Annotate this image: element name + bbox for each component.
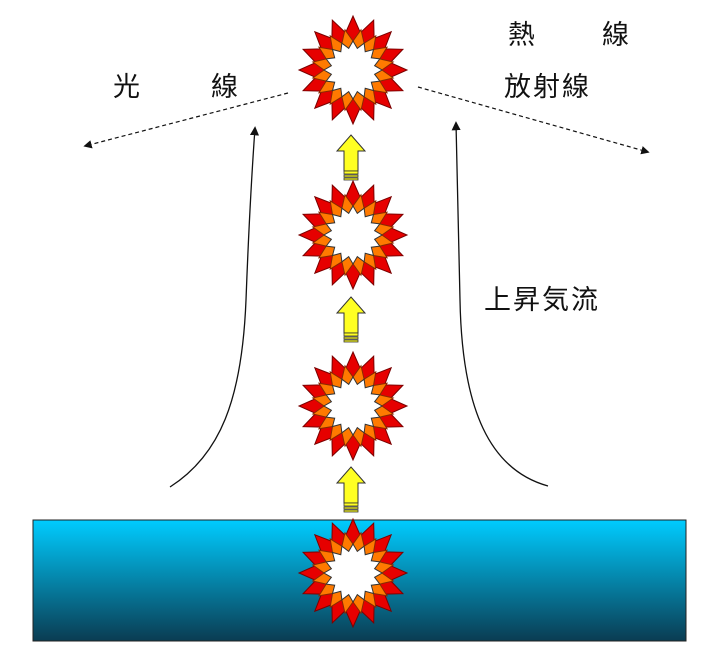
up-arrow-icon: [335, 296, 367, 343]
heat-ray-line: [417, 86, 650, 155]
up-arrow-icon: [335, 134, 367, 181]
fireball-lower-icon: [297, 350, 409, 462]
light-rays-label: 光 線: [113, 72, 260, 103]
fireball-upper-icon: [297, 179, 409, 291]
radiation-label: 放射線: [504, 72, 591, 103]
heat-rays-label: 熱 線: [508, 20, 649, 51]
updraft-curve-left: [169, 126, 260, 488]
fireball-top-icon: [297, 14, 409, 126]
fireball-underwater-icon: [297, 517, 409, 629]
updraft-curve-right: [451, 121, 549, 487]
updraft-label: 上昇気流: [484, 285, 600, 316]
up-arrow-icon: [335, 466, 367, 513]
